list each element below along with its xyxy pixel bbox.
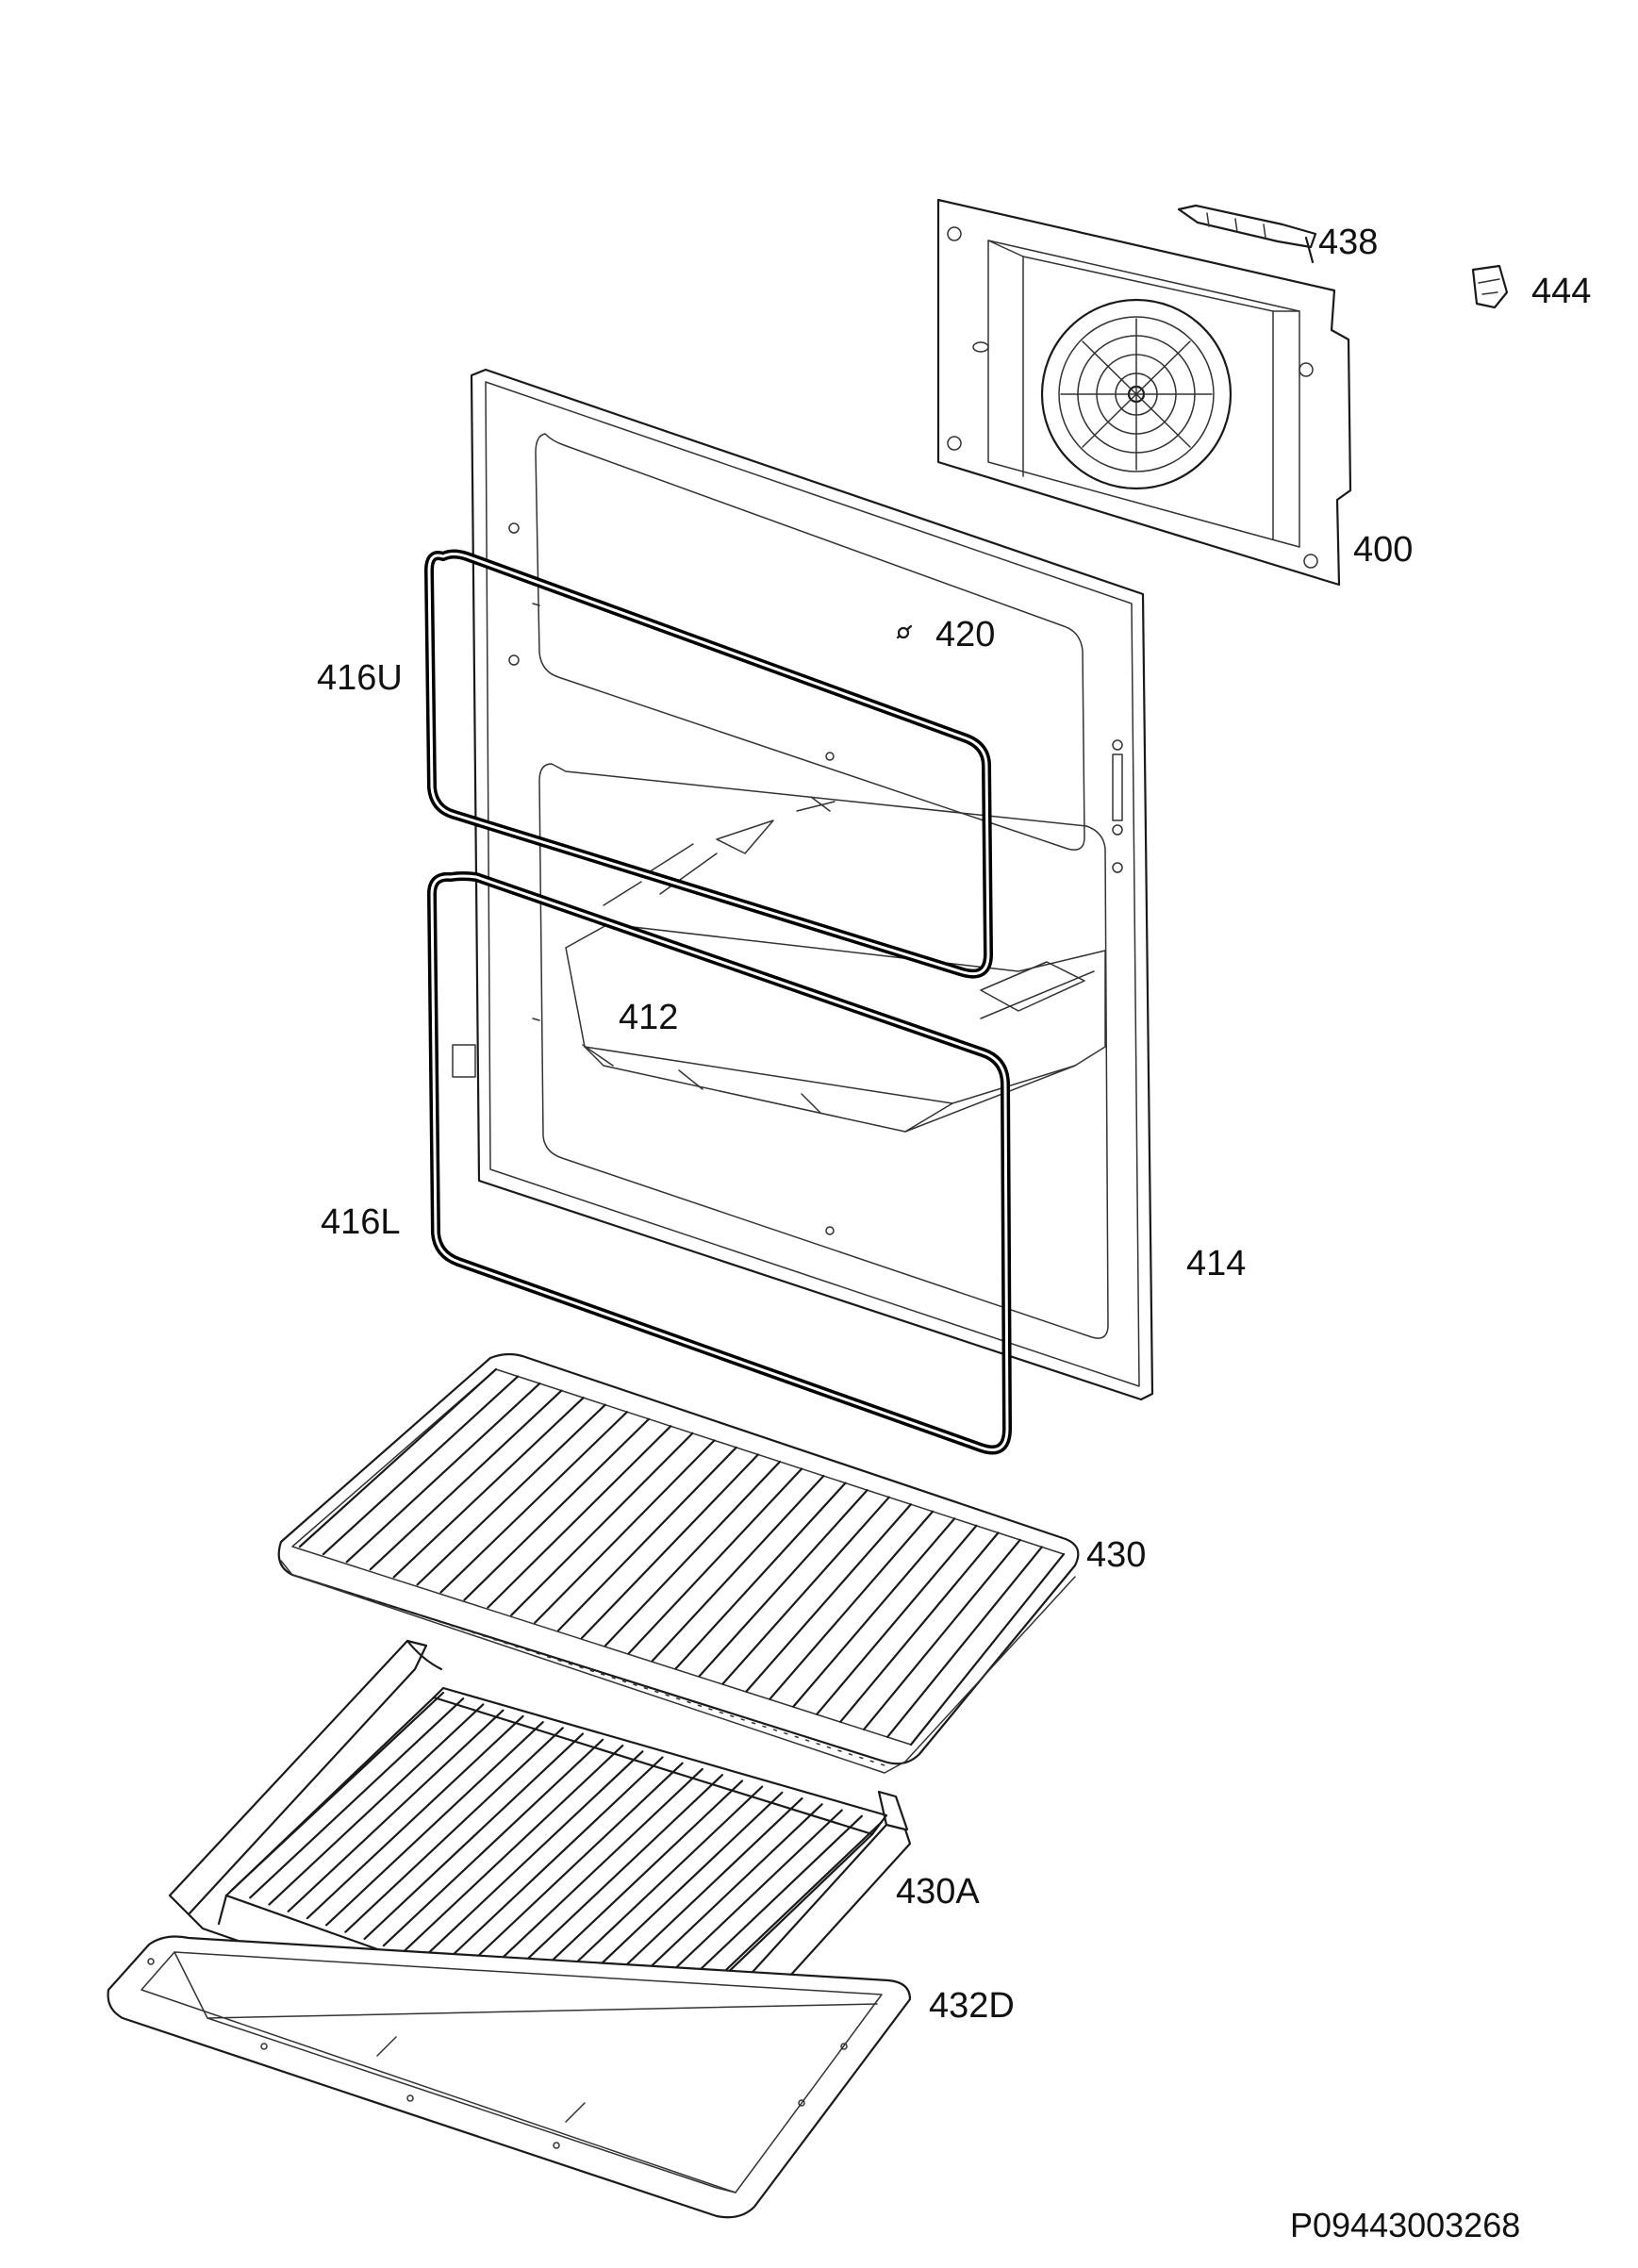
part-label-416u: 416U (317, 658, 403, 698)
part-label-416l: 416L (321, 1202, 401, 1242)
rack-wire-bar (268, 1703, 485, 1906)
baking-tray-icon (107, 1935, 912, 2219)
part-label-412: 412 (619, 998, 679, 1037)
wire-shelf-icon (277, 1352, 1080, 1774)
rack-wire-bar (439, 1756, 664, 1968)
shelf-wire-bar (369, 1389, 563, 1571)
part-label-400: 400 (1353, 530, 1414, 570)
shelf-wire-bar (839, 1531, 1000, 1723)
rack-wire-bar (516, 1780, 744, 1995)
rack-wire-bar (249, 1697, 465, 1899)
shelf-wire-bar (534, 1439, 716, 1624)
rack-wire-bar (344, 1727, 564, 1933)
clip-icon (1471, 264, 1509, 309)
part-label-444: 444 (1531, 272, 1592, 311)
part-label-432d: 432D (929, 1986, 1015, 2026)
rack-wire-bar (363, 1732, 585, 1941)
part-label-438: 438 (1318, 223, 1379, 262)
shelf-wire-bar (627, 1467, 803, 1655)
shelf-wire-bar (769, 1510, 935, 1700)
shelf-wire-bar (604, 1460, 782, 1647)
rack-wire-bar (306, 1714, 524, 1920)
upper-gasket-icon (424, 549, 993, 979)
shelf-wire-bar (792, 1517, 956, 1708)
shelf-wire-bar (745, 1503, 913, 1693)
document-number: P09443003268 (1290, 2206, 1521, 2244)
shelf-wire-bar (885, 1546, 1043, 1739)
shelf-wire-bar (392, 1397, 585, 1579)
shelf-wire-bar (463, 1417, 651, 1601)
shelf-wire-bar (909, 1552, 1066, 1747)
shelf-wire-bar (345, 1382, 541, 1564)
shelf-wire-bar (816, 1524, 978, 1715)
shelf-wire-bar (322, 1375, 520, 1556)
rack-wire-bar (421, 1750, 644, 1961)
shelf-wire-bar (721, 1496, 890, 1685)
part-label-430a: 430A (896, 1872, 980, 1912)
rack-wire-bar (229, 1691, 445, 1893)
shelf-wire-bar (439, 1411, 629, 1594)
rack-wire-bar (325, 1721, 544, 1927)
shelf-wire-bar (487, 1425, 672, 1609)
shelf-wire-bar (557, 1446, 737, 1631)
shelf-wire-bar (510, 1432, 694, 1616)
shelf-wire-bar (298, 1367, 498, 1548)
part-label-414: 414 (1186, 1244, 1247, 1283)
screw-icon (896, 624, 913, 639)
part-label-430: 430 (1086, 1535, 1147, 1575)
lower-gasket-icon (427, 871, 1012, 1455)
shelf-wire-bar (674, 1482, 847, 1670)
front-frame-icon (452, 368, 1154, 1401)
shelf-wire-bar (651, 1474, 825, 1663)
rack-wire-bar (287, 1709, 505, 1912)
part-label-420: 420 (935, 615, 996, 654)
fan-cover-panel-icon (936, 198, 1352, 587)
shelf-wire-bar (416, 1403, 606, 1586)
bracket-icon (1177, 204, 1317, 264)
rack-wire-bar (382, 1738, 604, 1947)
oven-cavity-icon (565, 796, 1106, 1133)
shelf-wire-bar (698, 1489, 869, 1678)
rack-wire-bar (477, 1767, 703, 1981)
shelf-wire-bar (580, 1453, 759, 1640)
rack-wire-bar (458, 1762, 684, 1975)
shelf-wire-bar (863, 1538, 1021, 1730)
rack-wire-bar (401, 1744, 624, 1954)
rack-wire-bar (497, 1774, 724, 1988)
